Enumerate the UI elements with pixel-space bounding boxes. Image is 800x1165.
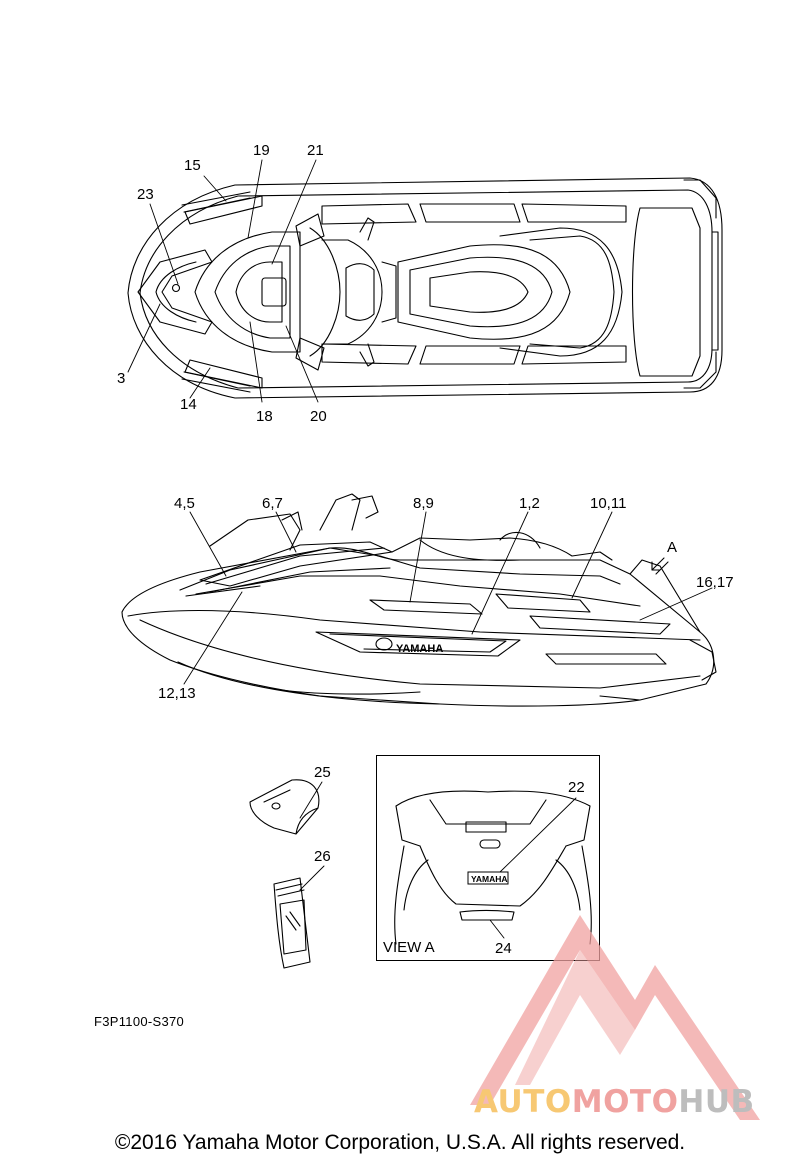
callout-24: 24 — [495, 940, 512, 957]
hull-yamaha-badge: YAMAHA — [396, 643, 443, 655]
view-a-box: VIEW A — [376, 755, 600, 961]
callout-19: 19 — [253, 142, 270, 159]
callout-3: 3 — [117, 370, 126, 387]
callout-14: 14 — [180, 396, 197, 413]
callout-10-11: 10,11 — [590, 495, 627, 512]
copyright-notice: ©2016 Yamaha Motor Corporation, U.S.A. A… — [114, 1131, 686, 1154]
callout-22: 22 — [568, 779, 585, 796]
callout-6-7: 6,7 — [262, 495, 283, 512]
callout-20: 20 — [310, 408, 327, 425]
part-26-card — [273, 877, 311, 969]
callout-21: 21 — [307, 142, 324, 159]
callout-4-5: 4,5 — [174, 495, 195, 512]
callout-25: 25 — [314, 764, 331, 781]
callout-8-9: 8,9 — [413, 495, 434, 512]
watermark-text: AUTOMOTOHUB — [474, 1084, 755, 1120]
top-view-watercraft — [127, 177, 723, 399]
callout-16-17: 16,17 — [696, 574, 734, 591]
callout-26: 26 — [314, 848, 331, 865]
watermark-logo — [470, 915, 760, 1120]
callout-1-2: 1,2 — [519, 495, 540, 512]
callout-12-13: 12,13 — [158, 685, 196, 702]
callout-15: 15 — [184, 157, 201, 174]
callout-view-a-arrow: A — [667, 539, 678, 556]
view-a-yamaha-badge: YAMAHA — [471, 874, 508, 884]
view-a-label: VIEW A — [383, 939, 435, 956]
callout-23: 23 — [137, 186, 154, 203]
callout-18: 18 — [256, 408, 273, 425]
part-25-pouch — [249, 779, 320, 835]
side-view-watercraft — [121, 493, 717, 707]
leader-lines — [127, 159, 713, 939]
figure-code: F3P1100-S370 — [94, 1014, 185, 1029]
